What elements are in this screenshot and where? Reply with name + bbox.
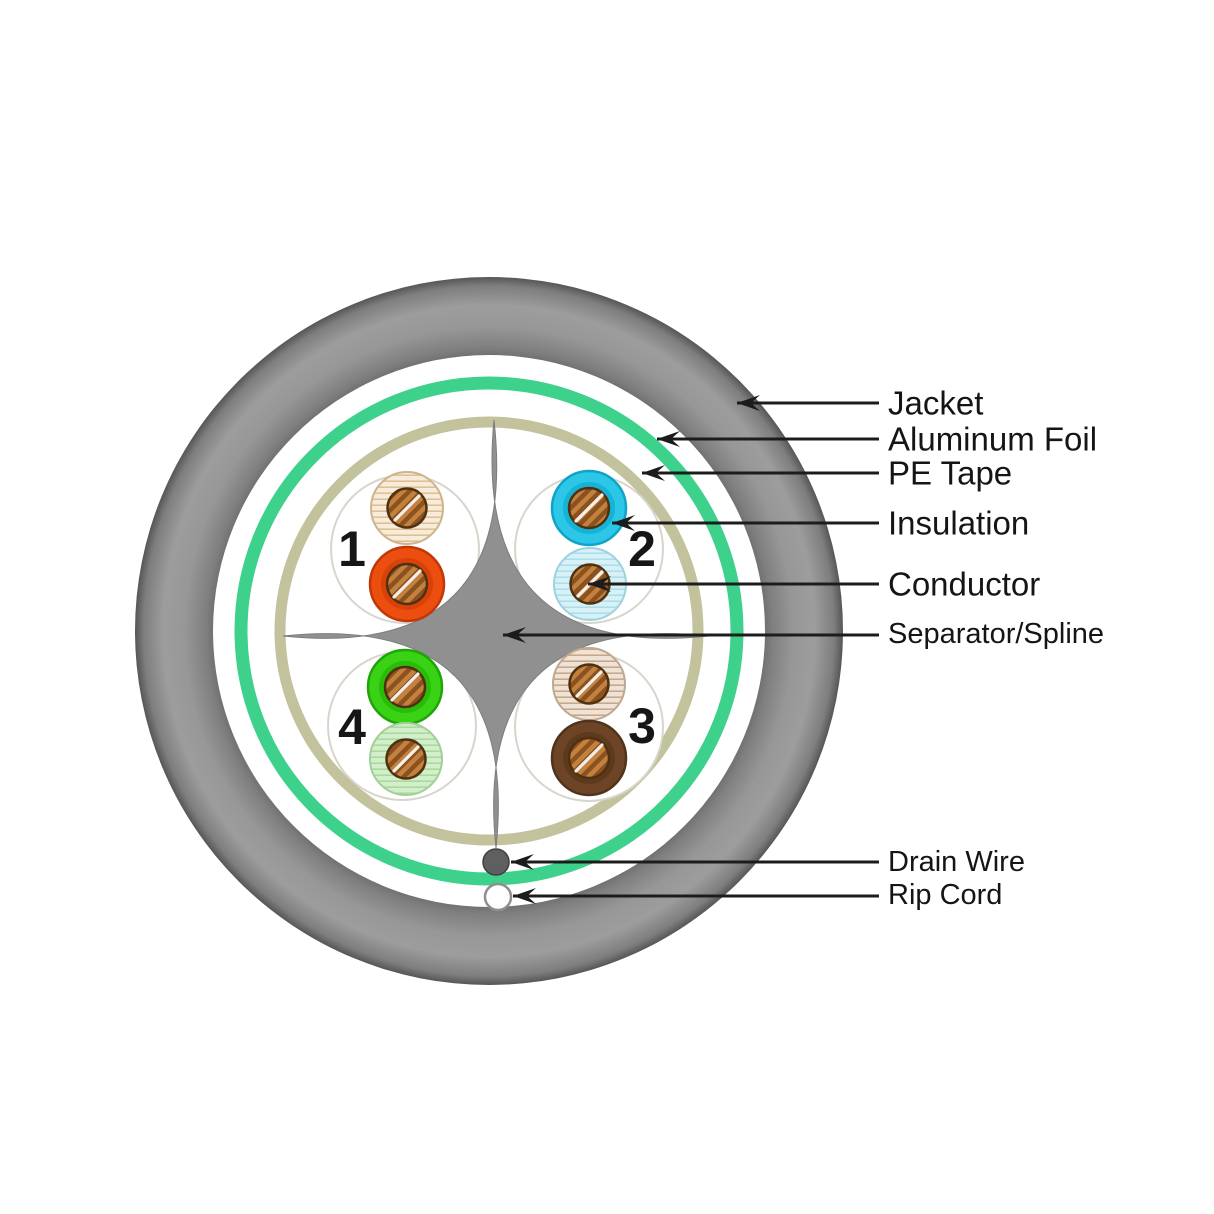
wire-white-green — [369, 722, 443, 796]
callout-drain-wire: Drain Wire — [511, 846, 1025, 878]
callout-pe-tape-label: PE Tape — [888, 455, 1012, 492]
callout-insulation-label: Insulation — [888, 505, 1029, 542]
pair-number-4: 4 — [338, 699, 366, 755]
callouts: Jacket Aluminum Foil PE Tape Insulation … — [503, 385, 1104, 911]
callout-aluminum-foil-label: Aluminum Foil — [888, 421, 1097, 458]
pair-3-group: 3 — [550, 647, 656, 797]
callout-jacket: Jacket — [737, 385, 983, 422]
pair-1-group: 1 — [338, 471, 446, 623]
drain-wire-dot — [482, 848, 510, 876]
callout-jacket-label: Jacket — [888, 385, 983, 422]
pe-tape-ring — [274, 416, 704, 846]
pair-number-3: 3 — [628, 698, 656, 754]
callout-pe-tape: PE Tape — [642, 455, 1012, 492]
callout-insulation: Insulation — [612, 505, 1029, 542]
wire-orange — [368, 545, 446, 623]
wire-blue — [550, 469, 628, 547]
callout-drain-wire-label: Drain Wire — [888, 846, 1025, 878]
wire-brown — [550, 719, 628, 797]
callout-rip-cord-label: Rip Cord — [888, 879, 1002, 911]
wire-green — [366, 648, 444, 726]
wire-white-orange — [370, 471, 444, 545]
callout-conductor: Conductor — [588, 566, 1040, 603]
cable-body: 1 2 — [135, 277, 843, 985]
callout-rip-cord: Rip Cord — [513, 879, 1002, 911]
callout-conductor-label: Conductor — [888, 566, 1040, 603]
separator-spline — [282, 419, 710, 849]
callout-separator-spline-label: Separator/Spline — [888, 618, 1104, 650]
pair-4-group: 4 — [338, 648, 444, 796]
pair-number-2: 2 — [628, 521, 656, 577]
callout-separator-spline: Separator/Spline — [503, 618, 1104, 650]
pair-number-1: 1 — [338, 521, 366, 577]
aluminum-foil-ring — [234, 376, 744, 886]
callout-aluminum-foil: Aluminum Foil — [657, 421, 1097, 458]
rip-cord-dot — [483, 882, 513, 912]
wire-white-brown — [552, 647, 626, 721]
